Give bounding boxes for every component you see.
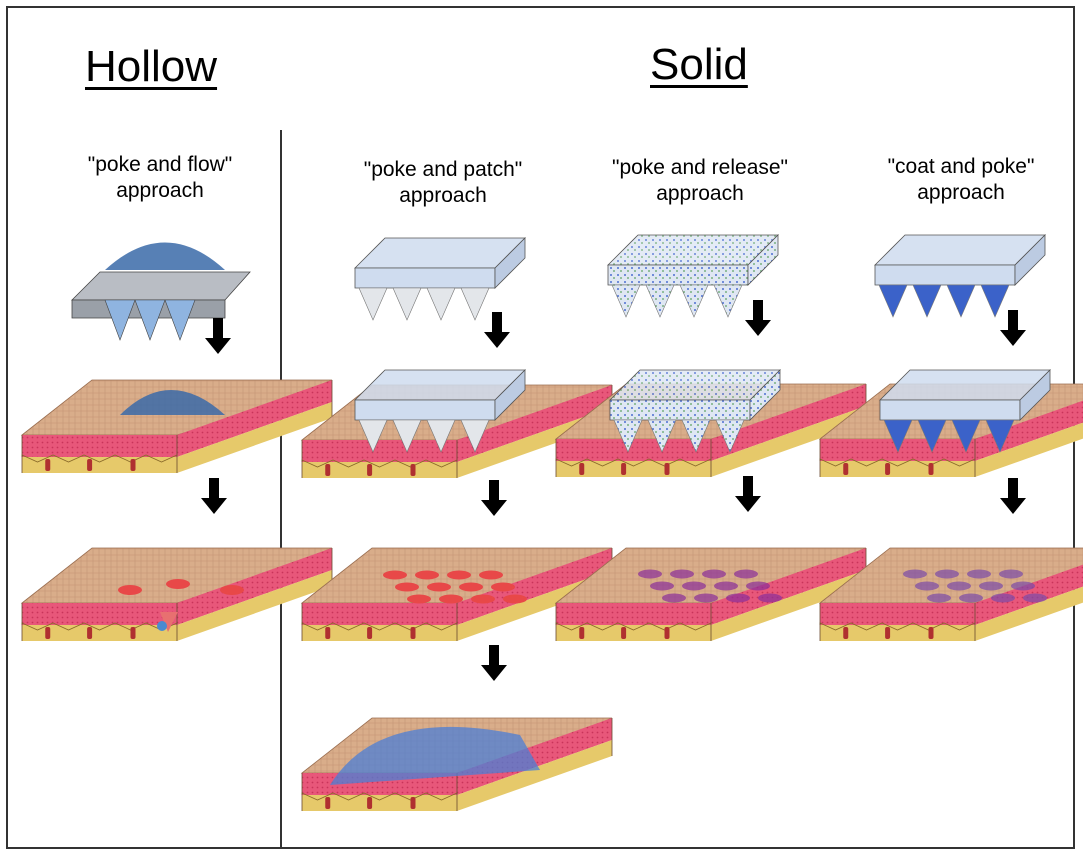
down-arrow-icon <box>205 318 231 354</box>
patch-poke-and-patch <box>354 237 526 321</box>
skin-hollow-after <box>20 547 333 641</box>
down-arrow-icon <box>745 300 771 336</box>
coat-spot <box>991 593 1015 603</box>
caption-line: approach <box>656 182 744 205</box>
skin-hole <box>447 570 471 580</box>
skin-hole <box>459 582 483 592</box>
caption-coat-and-poke: "coat and poke" approach <box>888 154 1035 206</box>
skin-hole <box>427 582 451 592</box>
coat-spot <box>947 581 971 591</box>
release-spot <box>746 581 770 591</box>
column-divider <box>280 130 282 847</box>
release-spot <box>726 593 750 603</box>
hollow-microneedle-array <box>71 242 251 341</box>
caption-poke-and-patch: "poke and patch" approach <box>364 157 523 209</box>
down-arrow-icon <box>201 478 227 514</box>
drug-depot <box>330 726 540 785</box>
caption-line: "poke and patch" <box>363 158 523 181</box>
release-spot <box>670 569 694 579</box>
skin-hole <box>479 570 503 580</box>
caption-line: approach <box>116 179 204 202</box>
coat-spot <box>903 569 927 579</box>
release-spot <box>638 569 662 579</box>
skin-hole <box>471 594 495 604</box>
skin-hole <box>395 582 419 592</box>
caption-poke-and-release: "poke and release" approach <box>612 155 788 207</box>
coat-spot <box>1023 593 1047 603</box>
down-arrow-icon <box>1000 310 1026 346</box>
heading-hollow: Hollow <box>85 42 218 91</box>
release-spot <box>702 569 726 579</box>
caption-line: approach <box>917 181 1005 204</box>
skin-hole <box>415 570 439 580</box>
skin-hole <box>220 585 244 595</box>
caption-line: "poke and release" <box>611 156 789 179</box>
caption-line: "poke and flow" <box>87 153 233 176</box>
release-spot <box>662 593 686 603</box>
coat-spot <box>915 581 939 591</box>
patch-coat-and-poke-applied <box>879 369 1051 453</box>
coat-spot <box>927 593 951 603</box>
coat-spot <box>935 569 959 579</box>
coat-spot <box>999 569 1023 579</box>
down-arrow-icon <box>1000 478 1026 514</box>
hollow-channel <box>160 612 178 632</box>
skin-hole <box>503 594 527 604</box>
release-spot <box>734 569 758 579</box>
skin-hole <box>439 594 463 604</box>
skin-hole <box>491 582 515 592</box>
coat-spot <box>959 593 983 603</box>
down-arrow-icon <box>481 645 507 681</box>
patch-poke-and-release-applied <box>609 369 781 453</box>
coat-spot <box>979 581 1003 591</box>
patch-coat-and-poke <box>874 234 1046 318</box>
release-spot <box>694 593 718 603</box>
down-arrow-icon <box>484 312 510 348</box>
patch-poke-and-release <box>607 234 779 318</box>
caption-line: "coat and poke" <box>887 155 1035 178</box>
down-arrow-icon <box>735 476 761 512</box>
down-arrow-icon <box>481 480 507 516</box>
release-spot <box>758 593 782 603</box>
release-spot <box>714 581 738 591</box>
hollow-reservoir <box>120 390 225 415</box>
skin-hole <box>407 594 431 604</box>
coat-spot <box>1011 581 1035 591</box>
skin-hole <box>383 570 407 580</box>
skin-hole <box>118 585 142 595</box>
heading-solid: Solid <box>650 40 748 89</box>
coat-spot <box>967 569 991 579</box>
caption-line: approach <box>399 184 487 207</box>
caption-poke-and-flow: "poke and flow" approach <box>88 152 233 204</box>
release-spot <box>650 581 674 591</box>
drug-droplet <box>157 621 167 631</box>
patch-poke-and-patch-applied <box>354 369 526 453</box>
skin-hole <box>166 579 190 589</box>
release-spot <box>682 581 706 591</box>
